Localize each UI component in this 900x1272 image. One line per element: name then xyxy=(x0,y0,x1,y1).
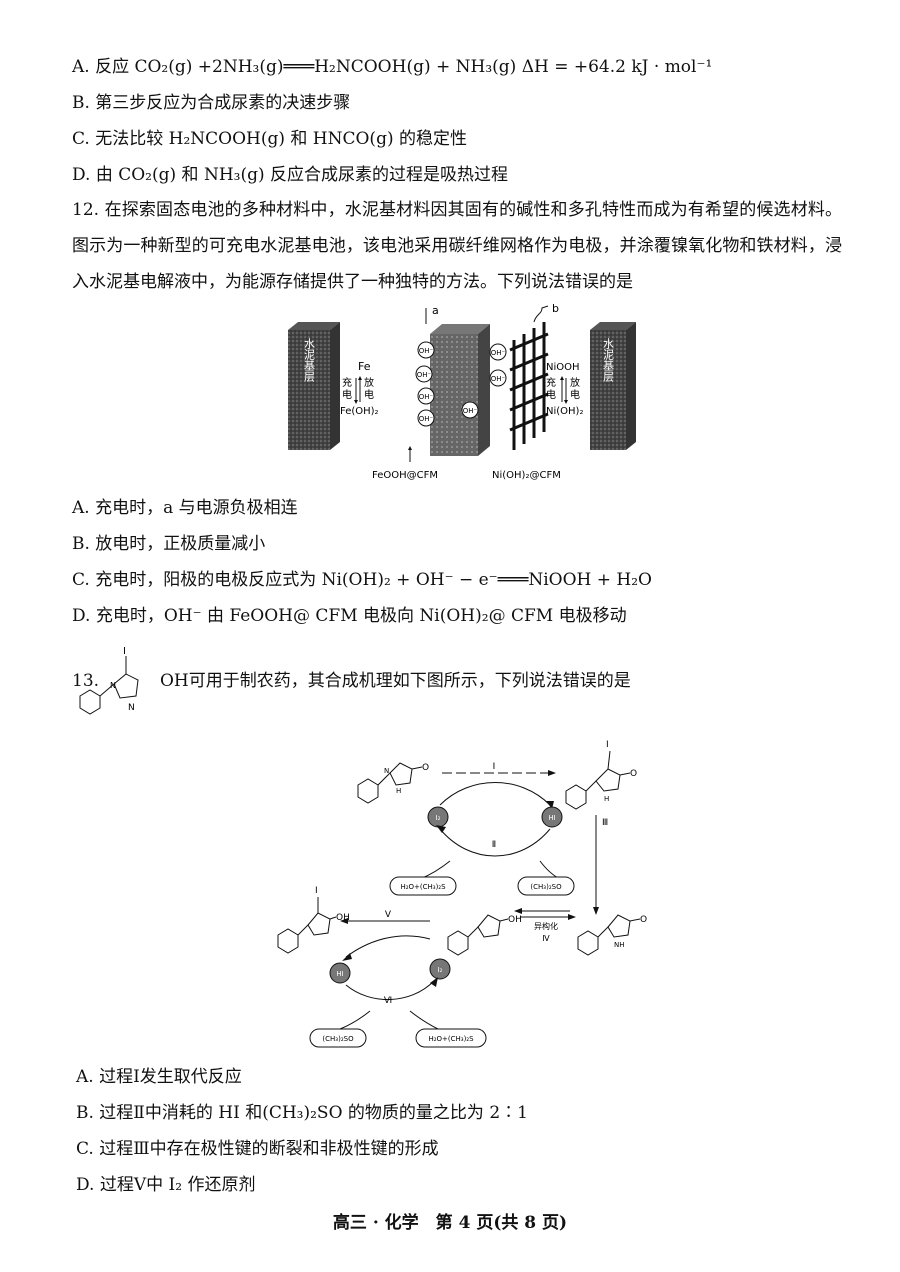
right-layer-label: 水泥基层 xyxy=(602,338,615,383)
iodo-hydroxypyrazole-molecule: I OH xyxy=(277,886,350,954)
right-cement-layer: 水泥基层 xyxy=(590,322,636,450)
label-b: b xyxy=(552,302,559,315)
iodo-pyrazolidinone-molecule: I O H xyxy=(565,740,637,810)
svg-text:I: I xyxy=(123,646,126,657)
q13-option-b: B. 过程Ⅱ中消耗的 HI 和(CH₃)₂SO 的物质的量之比为 2∶1 xyxy=(76,1103,528,1123)
q11-option-b: B. 第三步反应为合成尿素的决速步骤 xyxy=(72,93,351,113)
q11-option-a: A. 反应 CO₂(g) +2NH₃(g)═══H₂NCOOH(g) + NH₃… xyxy=(72,57,713,77)
svg-text:O: O xyxy=(422,763,429,773)
q12-option-c: C. 充电时，阳极的电极反应式为 Ni(OH)₂ + OH⁻ − e⁻═══Ni… xyxy=(72,570,652,590)
q13-stem: OH可用于制农药，其合成机理如下图所示，下列说法错误的是 xyxy=(160,671,631,691)
svg-text:NH: NH xyxy=(614,941,625,949)
svg-text:Ⅲ: Ⅲ xyxy=(602,818,608,828)
charge-label-right: 充 xyxy=(546,376,556,389)
svg-text:I₂: I₂ xyxy=(438,966,443,974)
pyrazolidinone-molecule: O N H xyxy=(357,762,429,804)
svg-text:OH⁻: OH⁻ xyxy=(491,349,506,357)
mechanism-diagram: O N H I O H Ⅰ I₂ HI Ⅱ H₂O+(CH₃)₂S (CH₃)₂… xyxy=(277,740,647,1048)
svg-text:OH⁻: OH⁻ xyxy=(463,407,478,415)
feooh-cfm-label: FeOOH@CFM xyxy=(372,470,438,481)
svg-text:N: N xyxy=(110,681,116,690)
svg-text:HI: HI xyxy=(548,814,555,822)
feoh2-label: Fe(OH)₂ xyxy=(340,406,379,417)
q12-option-b: B. 放电时，正极质量减小 xyxy=(72,534,266,554)
niooh-label: NiOOH xyxy=(546,362,580,373)
svg-text:Ⅳ: Ⅳ xyxy=(542,934,550,943)
svg-text:OH⁻: OH⁻ xyxy=(419,415,434,423)
svg-text:H: H xyxy=(396,787,401,795)
svg-text:I₂: I₂ xyxy=(436,814,441,822)
discharge-label-right-2: 电 xyxy=(570,388,580,401)
page-footer: 高三 · 化学 第 4 页(共 8 页) xyxy=(332,1213,568,1233)
feooh-electrode xyxy=(430,324,490,456)
pyrazolinone-molecule: O NH xyxy=(577,914,647,956)
svg-text:(CH₃)₂SO: (CH₃)₂SO xyxy=(530,883,562,891)
svg-text:H₂O+(CH₃)₂S: H₂O+(CH₃)₂S xyxy=(428,1035,474,1043)
q13-option-d: D. 过程Ⅴ中 I₂ 作还原剂 xyxy=(76,1175,256,1195)
svg-text:I: I xyxy=(315,886,318,896)
fe-label: Fe xyxy=(358,360,371,373)
q13-number: 13. xyxy=(72,671,100,691)
svg-text:O: O xyxy=(630,769,637,779)
hydroxypyrazole-molecule: OH xyxy=(447,914,522,956)
svg-text:Ⅱ: Ⅱ xyxy=(492,840,496,850)
svg-text:OH⁻: OH⁻ xyxy=(491,375,506,383)
svg-text:异构化: 异构化 xyxy=(534,921,558,931)
svg-text:O: O xyxy=(640,915,647,925)
svg-text:N: N xyxy=(128,703,135,713)
svg-text:OH: OH xyxy=(336,913,350,923)
nioh2-cfm-label: Ni(OH)₂@CFM xyxy=(492,470,561,481)
nioh2-mesh-electrode xyxy=(509,322,549,450)
battery-diagram: 水泥基层 Fe 充 电 放 电 Fe(OH)₂ a OH⁻ OH⁻ OH⁻ OH… xyxy=(288,302,636,481)
svg-text:N: N xyxy=(384,767,389,775)
discharge-label-left: 放 xyxy=(364,376,374,389)
q12-option-a: A. 充电时，a 与电源负极相连 xyxy=(72,498,298,518)
oh-ions-left: OH⁻ OH⁻ OH⁻ OH⁻ OH⁻ xyxy=(415,341,479,427)
label-a: a xyxy=(432,304,439,317)
svg-text:Ⅴ: Ⅴ xyxy=(385,910,392,920)
svg-text:Ⅰ: Ⅰ xyxy=(493,762,496,772)
q12-option-d: D. 充电时，OH⁻ 由 FeOOH@ CFM 电极向 Ni(OH)₂@ CFM… xyxy=(72,606,627,626)
charge-label-right-2: 电 xyxy=(546,388,556,401)
discharge-label-left-2: 电 xyxy=(364,388,374,401)
discharge-label-right: 放 xyxy=(570,376,580,389)
q11-option-d: D. 由 CO₂(g) 和 NH₃(g) 反应合成尿素的过程是吸热过程 xyxy=(72,165,509,185)
svg-text:HI: HI xyxy=(336,970,343,978)
svg-text:OH⁻: OH⁻ xyxy=(419,393,434,401)
charge-label-left: 充 xyxy=(342,376,352,389)
svg-text:OH: OH xyxy=(508,915,522,925)
svg-text:I: I xyxy=(606,740,609,750)
q11-option-c: C. 无法比较 H₂NCOOH(g) 和 HNCO(g) 的稳定性 xyxy=(72,129,467,149)
svg-text:H: H xyxy=(604,795,609,803)
svg-text:(CH₃)₂SO: (CH₃)₂SO xyxy=(322,1035,354,1043)
q13-option-c: C. 过程Ⅲ中存在极性键的断裂和非极性键的形成 xyxy=(76,1139,439,1159)
nioh2-label: Ni(OH)₂ xyxy=(546,406,583,417)
svg-text:OH⁻: OH⁻ xyxy=(419,347,434,355)
charge-label-left-2: 电 xyxy=(342,388,352,401)
svg-text:Ⅵ: Ⅵ xyxy=(384,996,392,1006)
q12-stem: 12. 在探索固态电池的多种材料中，水泥基材料因其固有的碱性和多孔特性而成为有希… xyxy=(72,200,842,292)
q13-target-molecule: I N N xyxy=(79,646,139,715)
left-layer-label: 水泥基层 xyxy=(303,338,316,383)
svg-text:OH⁻: OH⁻ xyxy=(417,371,432,379)
svg-text:H₂O+(CH₃)₂S: H₂O+(CH₃)₂S xyxy=(400,883,446,891)
q13-option-a: A. 过程Ⅰ发生取代反应 xyxy=(76,1067,242,1087)
oh-ions-right: OH⁻ OH⁻ xyxy=(489,343,507,387)
left-cement-layer: 水泥基层 xyxy=(288,322,340,450)
